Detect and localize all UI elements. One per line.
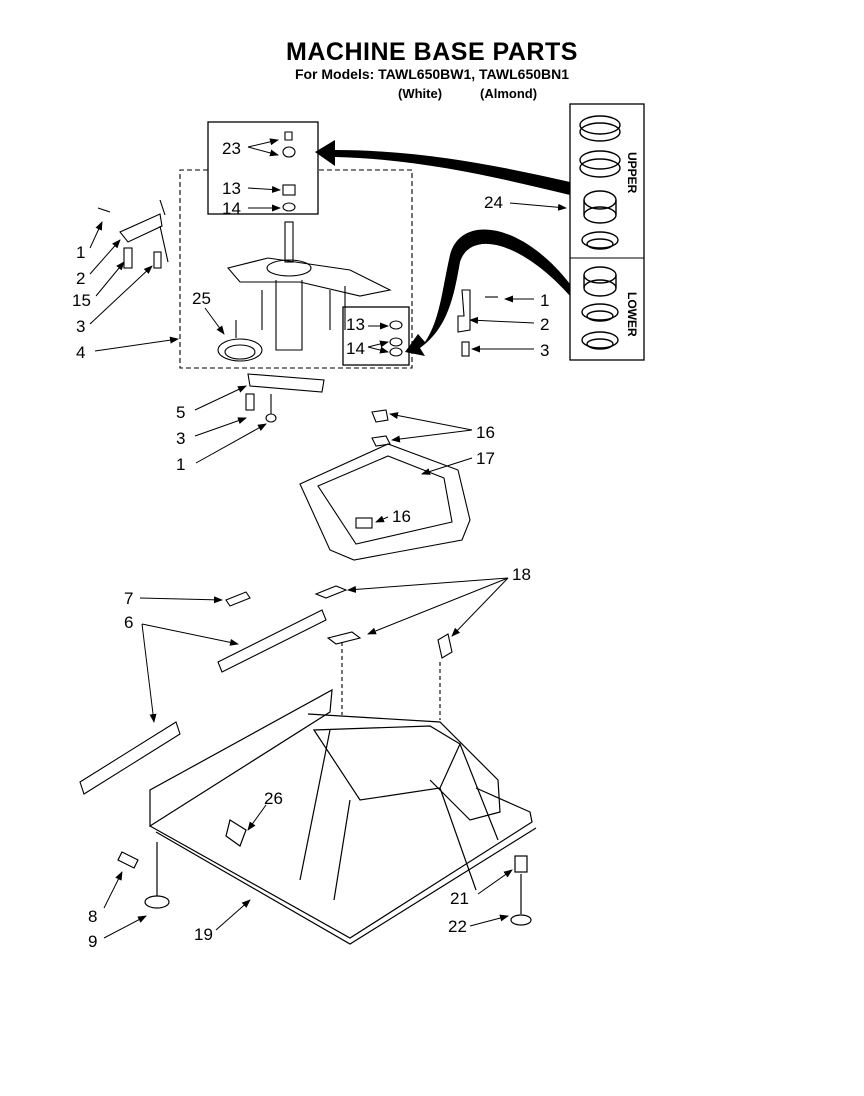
callout-8: 8 [88, 907, 97, 926]
callout-1b: 1 [540, 291, 549, 310]
callout-26: 26 [264, 789, 283, 808]
callout-2a: 2 [76, 269, 85, 288]
callout-2b: 2 [540, 315, 549, 334]
callout-21: 21 [450, 889, 469, 908]
leader-lines [89, 138, 567, 939]
callout-4: 4 [76, 343, 85, 362]
callout-14a: 14 [222, 199, 241, 218]
callout-14b: 14 [346, 339, 365, 358]
tub-ring [299, 409, 471, 561]
variant-white: (White) [398, 86, 443, 101]
callout-3c: 3 [176, 429, 185, 448]
lower-label: LOWER [625, 292, 639, 337]
callout-15: 15 [72, 291, 91, 310]
page-title: MACHINE BASE PARTS [286, 38, 578, 66]
drive-assembly [97, 131, 498, 423]
lower-flow-arrow [405, 229, 570, 356]
callout-6: 6 [124, 613, 133, 632]
callout-1c: 1 [176, 455, 185, 474]
callout-16a: 16 [476, 423, 495, 442]
cabinet-base [117, 688, 537, 945]
assembly-boxes [179, 103, 645, 369]
callout-25: 25 [192, 289, 211, 308]
upper-flow-arrow [315, 140, 570, 195]
callout-22: 22 [448, 917, 467, 936]
callout-1a: 1 [76, 243, 85, 262]
callout-23: 23 [222, 139, 241, 158]
upper-label: UPPER [625, 152, 639, 194]
callout-7: 7 [124, 589, 133, 608]
callout-13b: 13 [346, 315, 365, 334]
variant-almond: (Almond) [480, 86, 538, 101]
callout-18: 18 [512, 565, 531, 584]
callout-5: 5 [176, 403, 185, 422]
callout-9: 9 [88, 932, 97, 951]
callout-19: 19 [194, 925, 213, 944]
callout-3b: 3 [540, 341, 549, 360]
callout-24: 24 [484, 193, 503, 212]
callout-labels: 1 2 15 3 4 25 23 13 14 24 1 2 3 13 14 5 … [72, 139, 549, 951]
frame-parts [79, 585, 453, 795]
callout-16b: 16 [392, 507, 411, 526]
cam-rings [579, 115, 621, 350]
models-subtitle: For Models: TAWL650BW1, TAWL650BN1 [294, 66, 570, 82]
callout-3a: 3 [76, 317, 85, 336]
callout-17: 17 [476, 449, 495, 468]
callout-13a: 13 [222, 179, 241, 198]
